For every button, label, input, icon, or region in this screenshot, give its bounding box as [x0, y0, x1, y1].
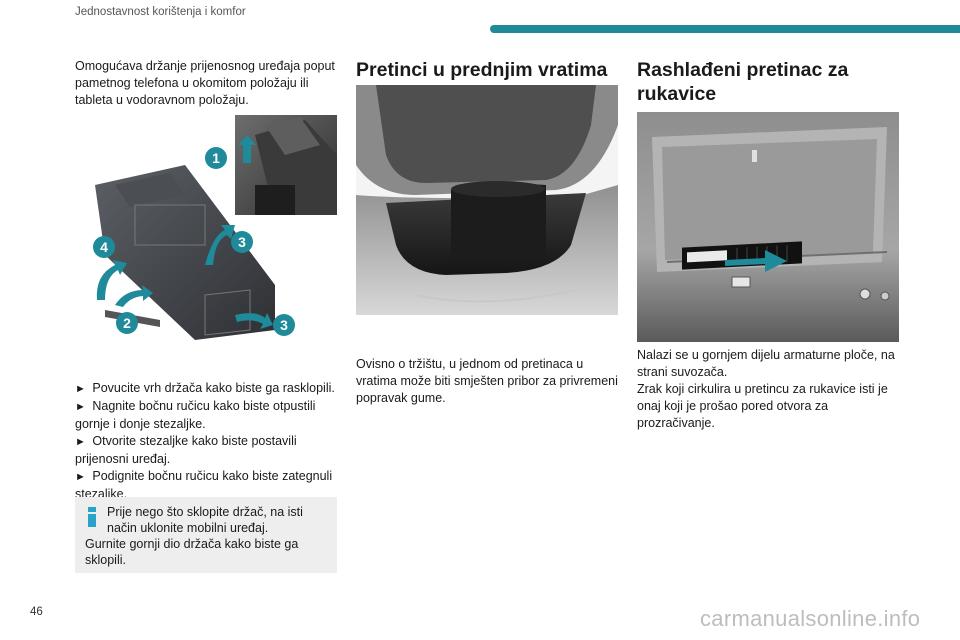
step-item: ► Povucite vrh držača kako biste ga rask… — [75, 380, 337, 398]
glove-box-illustration — [637, 112, 899, 342]
glove-box-heading: Rashlađeni pretinac za rukavice — [637, 59, 849, 105]
callout-4: 4 — [100, 239, 108, 255]
step-marker: ► — [75, 401, 86, 413]
step-marker: ► — [75, 471, 86, 483]
door-pocket-illustration — [356, 85, 618, 315]
glove-box-text-line-2: Zrak koji cirkulira u pretincu za rukavi… — [637, 382, 888, 430]
info-note-box: Prije nego što sklopite držač, na isti n… — [75, 497, 337, 573]
callout-2: 2 — [123, 315, 131, 331]
glove-box-text: Nalazi se u gornjem dijelu armaturne plo… — [637, 347, 899, 432]
holder-intro-text: Omogućava držanje prijenosnog uređaja po… — [75, 59, 335, 107]
door-pockets-text: Ovisno o tržištu, u jednom od pretinaca … — [356, 357, 618, 405]
step-text: Otvorite stezaljke kako biste postavili … — [75, 434, 297, 466]
step-item: ► Otvorite stezaljke kako biste postavil… — [75, 433, 337, 468]
step-text: Nagnite bočnu ručicu kako biste otpustil… — [75, 399, 316, 431]
holder-steps-list: ► Povucite vrh držača kako biste ga rask… — [75, 380, 337, 503]
callout-3-top: 3 — [238, 234, 246, 250]
page-number: 46 — [30, 606, 43, 618]
step-item: ► Nagnite bočnu ručicu kako biste otpust… — [75, 398, 337, 433]
phone-holder-illustration: 1 2 3 3 4 — [75, 115, 337, 345]
step-marker: ► — [75, 436, 86, 448]
header-accent-bar — [490, 25, 960, 33]
callout-3-bottom: 3 — [280, 317, 288, 333]
watermark: carmanualsonline.info — [700, 606, 921, 631]
info-icon — [88, 507, 96, 527]
door-pockets-heading: Pretinci u prednjim vratima — [356, 59, 608, 81]
callout-1: 1 — [212, 150, 220, 166]
step-marker: ► — [75, 383, 86, 395]
section-header: Jednostavnost korištenja i komfor — [75, 6, 246, 18]
step-text: Povucite vrh držača kako biste ga rasklo… — [92, 381, 335, 395]
note-line-1: Prije nego što sklopite držač, na isti n… — [107, 505, 303, 535]
note-line-2: Gurnite gornji dio držača kako biste ga … — [85, 537, 299, 567]
glove-box-text-line-1: Nalazi se u gornjem dijelu armaturne plo… — [637, 348, 895, 379]
